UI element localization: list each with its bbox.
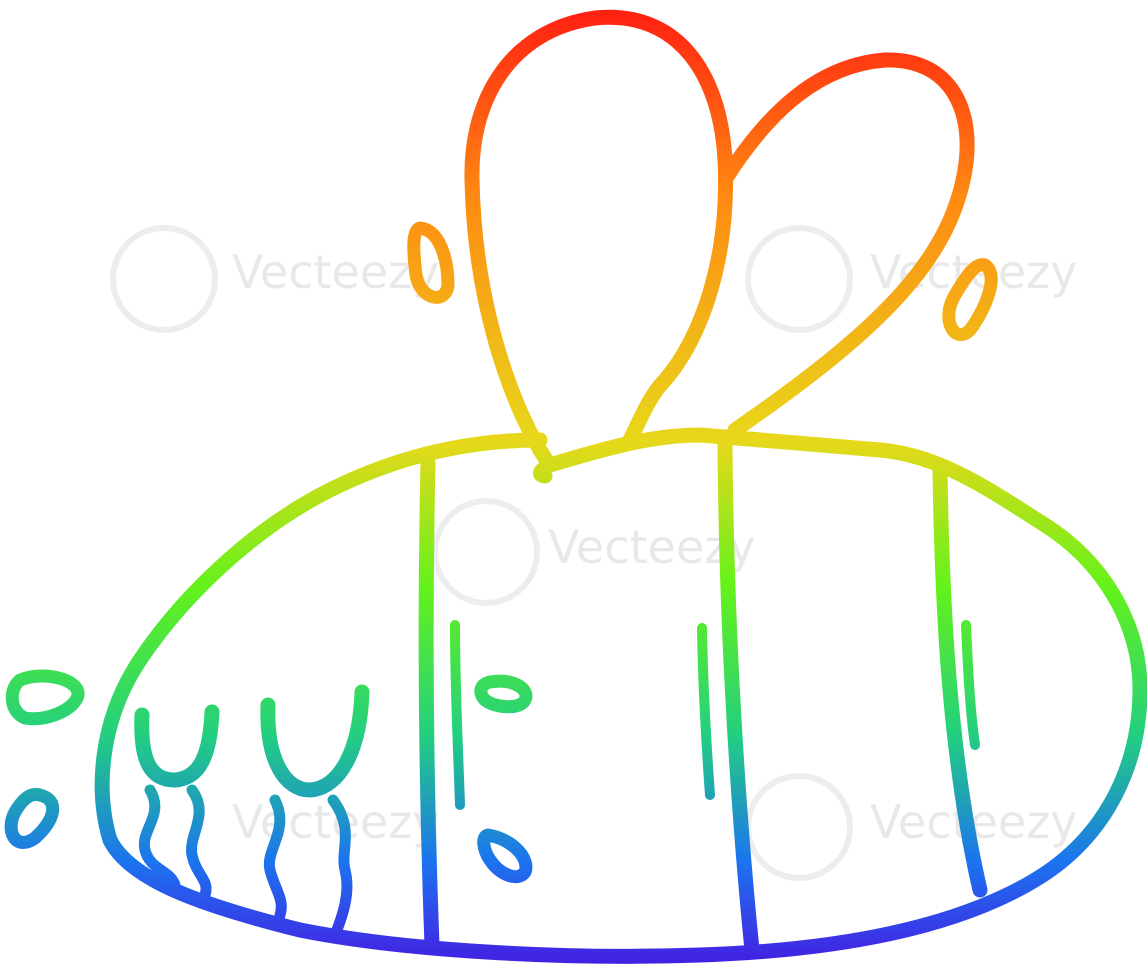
sweat-drop — [942, 258, 998, 341]
body-stripe — [717, 437, 760, 958]
tear-stream — [138, 784, 181, 891]
right-eye — [260, 684, 370, 798]
watermark-text: Vecteezy — [232, 245, 440, 299]
watermark-logo-icon — [110, 225, 218, 333]
body-stripe — [418, 454, 440, 953]
shine-line — [450, 620, 465, 810]
tear-stream — [186, 784, 212, 901]
sweat-drop — [5, 669, 85, 726]
body-stripe — [932, 462, 988, 898]
sweat-drop — [474, 674, 533, 714]
shine-line — [961, 620, 980, 750]
shine-line — [697, 623, 715, 800]
tear-stream — [327, 794, 353, 941]
left-wing — [464, 9, 734, 466]
sweat-drop — [477, 828, 533, 884]
sweat-drop — [4, 787, 60, 849]
sweat-drop — [407, 221, 455, 304]
left-eye — [134, 704, 220, 788]
watermark-logo-icon — [745, 225, 853, 333]
right-wing — [720, 52, 975, 438]
tear-stream — [263, 794, 287, 921]
bee-body-outline — [94, 427, 1147, 964]
watermark-logo-icon — [432, 498, 540, 606]
